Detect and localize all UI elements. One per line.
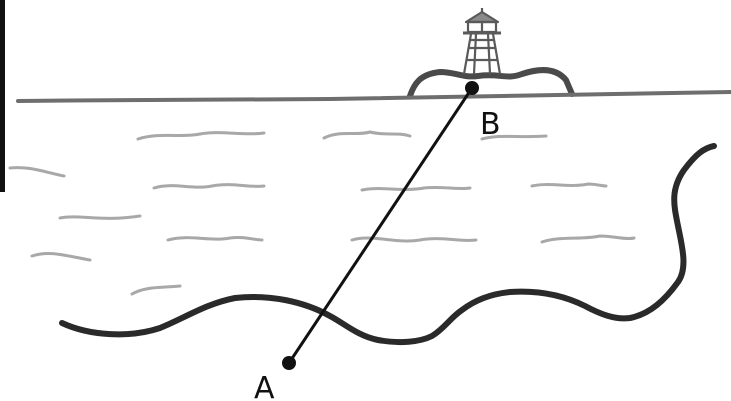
lighthouse-icon bbox=[462, 8, 502, 75]
wave bbox=[8, 166, 66, 178]
wave bbox=[58, 214, 142, 220]
point-b-dot bbox=[465, 81, 479, 95]
wave bbox=[136, 131, 266, 141]
shoreline bbox=[59, 143, 717, 346]
point-a-dot bbox=[282, 356, 296, 370]
island-rock bbox=[407, 67, 575, 99]
wave bbox=[152, 183, 266, 190]
segment-ab bbox=[287, 87, 474, 364]
point-b-label: B bbox=[480, 107, 501, 142]
wave bbox=[360, 185, 472, 192]
wave bbox=[350, 236, 478, 243]
horizon-line bbox=[16, 90, 731, 103]
wave bbox=[322, 130, 412, 140]
wave bbox=[540, 234, 636, 244]
wave bbox=[130, 284, 182, 296]
point-a-label: A bbox=[254, 371, 275, 401]
wave bbox=[480, 134, 548, 141]
left-edge-bar bbox=[0, 0, 5, 192]
waves bbox=[8, 130, 636, 296]
wave bbox=[166, 235, 264, 242]
wave bbox=[530, 182, 608, 188]
wave bbox=[30, 252, 92, 262]
